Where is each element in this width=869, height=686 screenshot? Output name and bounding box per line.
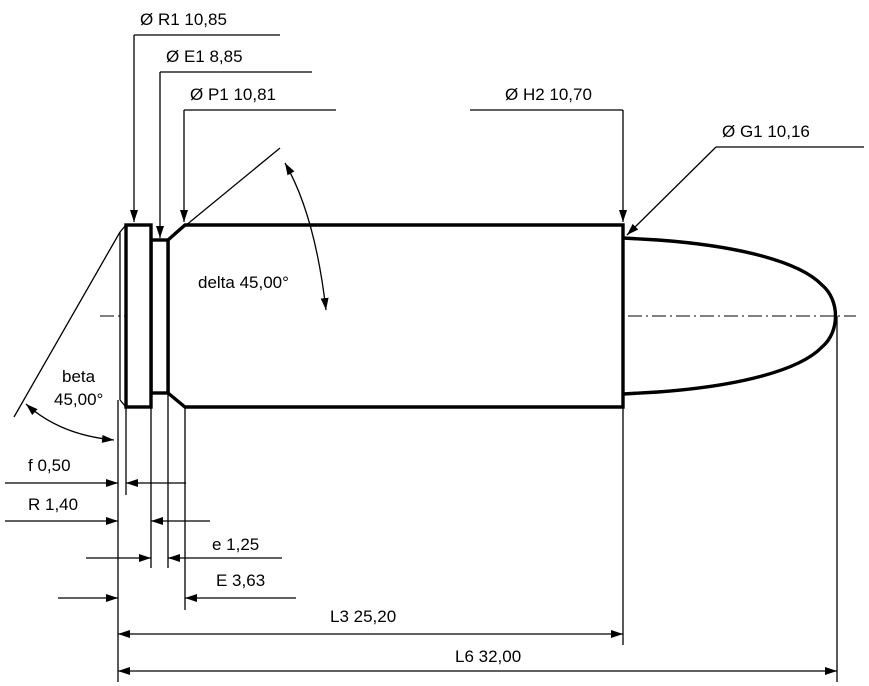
r1-label: Ø R1 10,85: [140, 10, 227, 29]
extractor-groove: [149, 238, 170, 395]
big-e-label: E 3,63: [216, 571, 265, 590]
rim-chamfer-bottom: [119, 399, 127, 408]
bullet-outline: [622, 236, 838, 396]
f-label: f 0,50: [28, 456, 71, 475]
h2-label: Ø H2 10,70: [505, 85, 592, 104]
r-label: R 1,40: [28, 495, 78, 514]
beta-arc: [25, 403, 115, 443]
beta-label: beta: [62, 367, 96, 386]
delta-extension-line: [167, 147, 281, 241]
beta-extension-line: [13, 231, 121, 418]
l3-label: L3 25,20: [330, 607, 396, 626]
case-rim: [124, 223, 153, 409]
delta-arc: [284, 162, 329, 311]
rim-chamfer-top: [119, 224, 127, 233]
p1-label: Ø P1 10,81: [190, 85, 276, 104]
g1-label: Ø G1 10,16: [722, 122, 810, 141]
e1-label: Ø E1 8,85: [166, 47, 243, 66]
beta-value: 45,00°: [54, 390, 103, 409]
e-label: e 1,25: [212, 535, 259, 554]
g1-leader-diag: [626, 146, 717, 236]
delta-label: delta 45,00°: [198, 273, 289, 292]
l6-label: L6 32,00: [455, 647, 521, 666]
case-body: [166, 223, 625, 409]
